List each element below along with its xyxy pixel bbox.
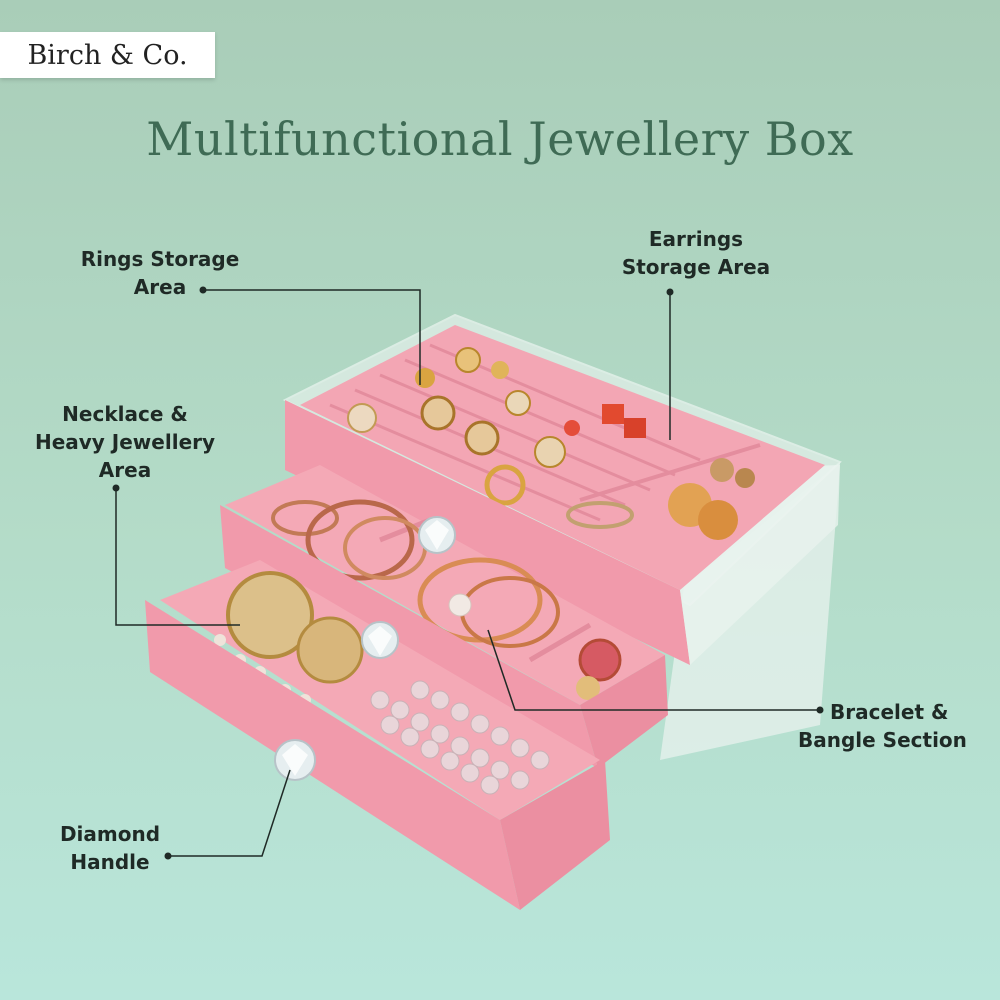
callout-bracelet-line1: Bracelet & [830,700,949,724]
callout-dots [112,286,824,860]
top-tray-jewellery [347,347,755,540]
callout-necklace-area: Necklace & Heavy Jewellery Area [20,400,230,484]
middle-drawer-divider-2 [528,622,592,663]
middle-drawer-divider [379,517,431,543]
bottom-drawer-diamond-handle[interactable] [274,739,316,781]
middle-drawer-side [580,655,668,768]
brand-logo: Birch & Co. [0,32,215,78]
top-tray-side [680,462,840,665]
callout-necklace-line2: Heavy Jewellery [34,430,216,454]
callout-earrings-line2: Storage Area [621,255,771,279]
middle-drawer-diamond-handle[interactable] [418,516,456,554]
callout-diamond-handle: Diamond Handle [40,820,180,876]
callout-earrings-storage: Earrings Storage Area [596,225,796,281]
bottom-drawer-front [145,600,520,910]
callout-bracelet-section: Bracelet & Bangle Section [798,698,988,754]
callout-earrings-line1: Earrings [648,227,744,251]
earring-divider [579,443,761,502]
middle-drawer-jewellery [271,499,622,700]
page-title: Multifunctional Jewellery Box [146,112,854,166]
bottom-drawer-jewellery [214,571,550,795]
callout-bracelet-line2: Bangle Section [798,728,967,752]
leader-rings [203,289,421,385]
callout-necklace-line1: Necklace & [62,402,188,426]
bottom-drawer-side [500,760,610,910]
brand-name: Birch & Co. [27,39,188,71]
callout-diamond-line2: Handle [70,850,150,874]
middle-drawer-front [220,505,598,768]
callout-necklace-line3: Area [98,458,152,482]
top-tray-front [285,400,690,665]
callout-rings-line2: Area [133,275,187,299]
callout-leaders [115,289,820,857]
leader-diamond [168,769,291,857]
callout-rings-line1: Rings Storage [80,247,240,271]
leader-bracelet [487,629,820,711]
callout-diamond-line1: Diamond [59,822,161,846]
leader-necklace [115,488,240,626]
callout-rings-storage: Rings Storage Area [60,245,260,301]
top-drawer-diamond-handle[interactable] [361,621,399,659]
